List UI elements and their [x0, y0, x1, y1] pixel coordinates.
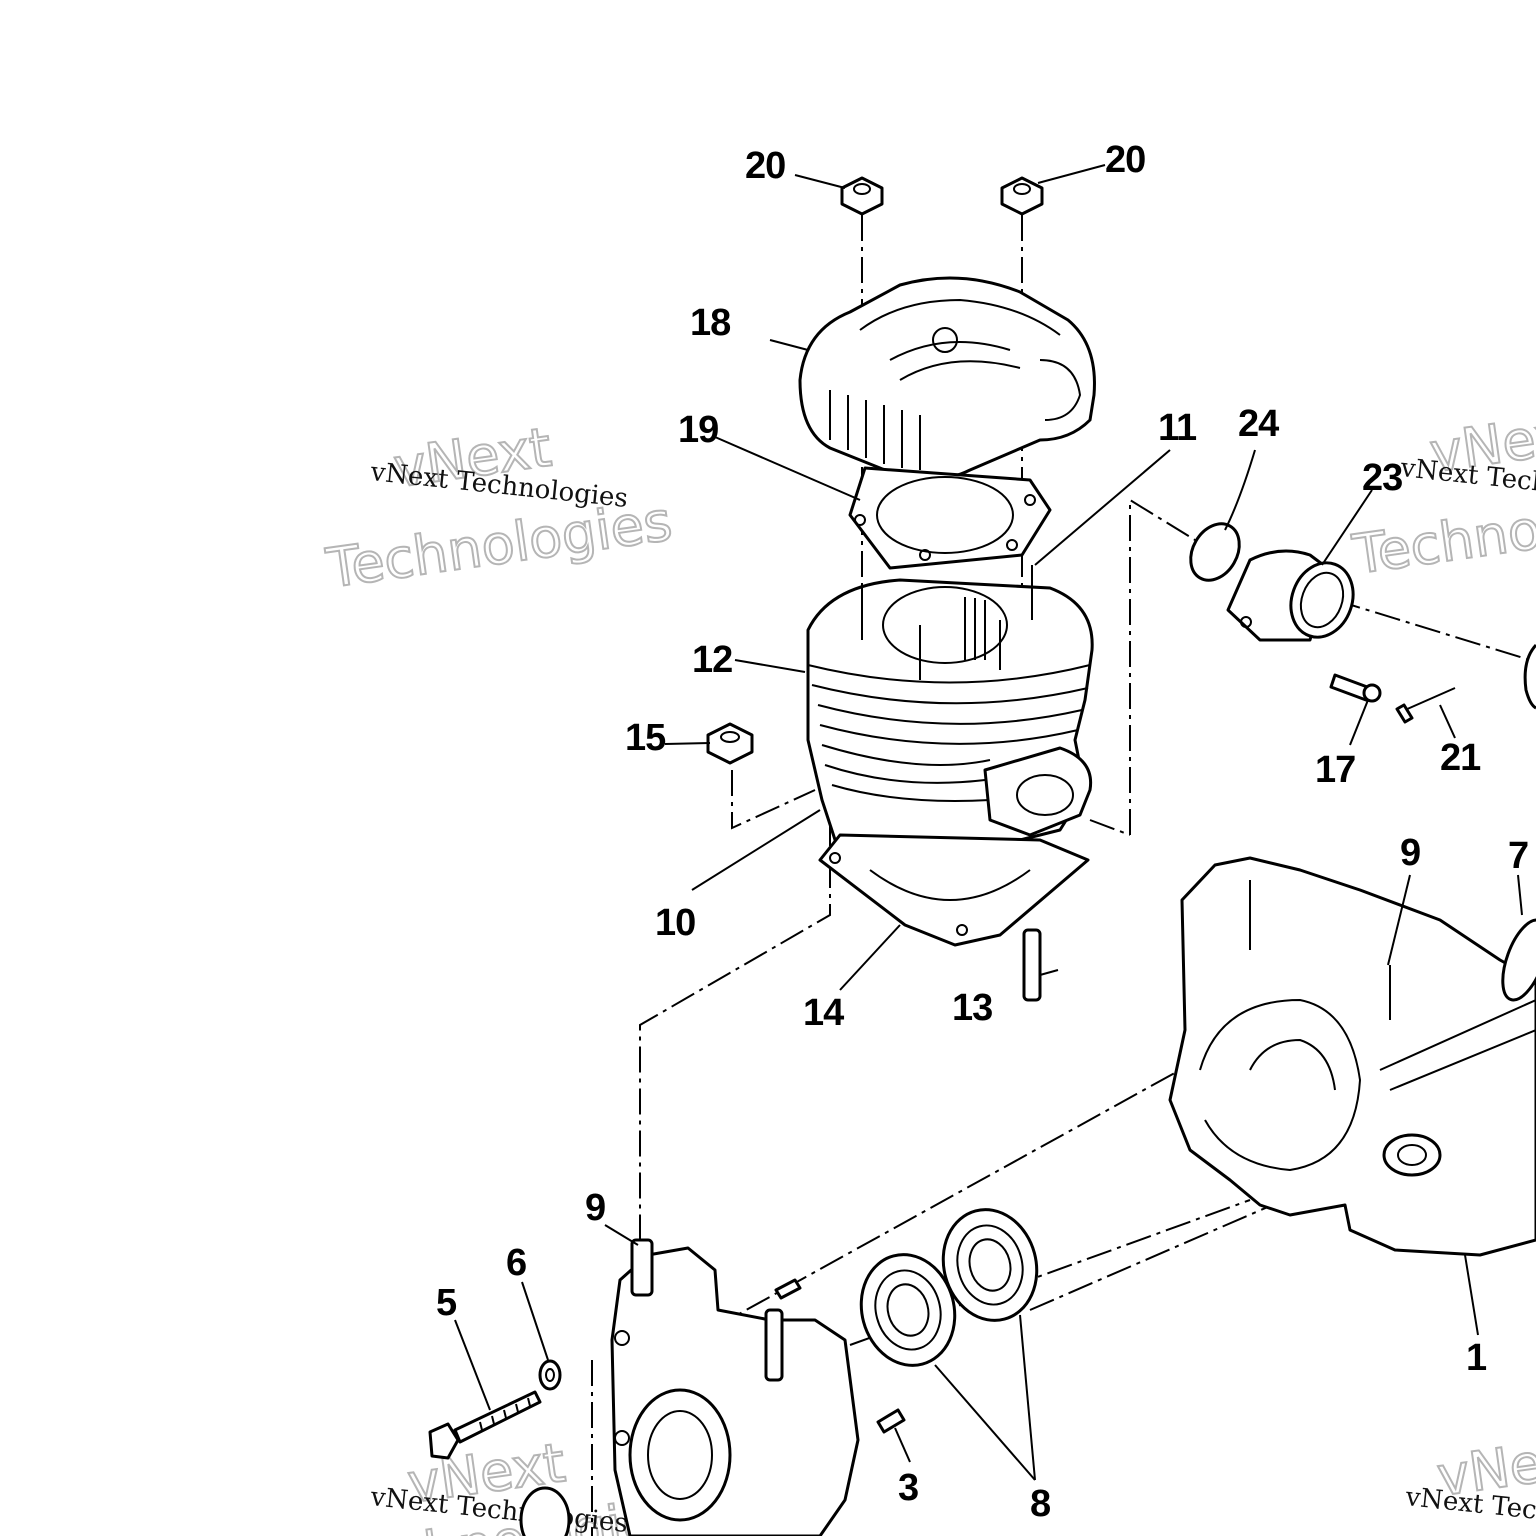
callout-20-left: 20 [745, 145, 785, 187]
callout-21: 21 [1440, 737, 1481, 779]
screw-17 [1329, 673, 1382, 703]
head-gasket [848, 466, 1052, 570]
callout-14: 14 [803, 992, 844, 1034]
nut-15 [706, 722, 754, 765]
nut-left [840, 176, 884, 216]
callout-24: 24 [1238, 403, 1279, 445]
callout-18: 18 [690, 302, 730, 344]
callout-6: 6 [506, 1242, 526, 1284]
crankcase-left [519, 1238, 860, 1536]
callout-15: 15 [625, 717, 666, 759]
base-gasket [818, 833, 1090, 947]
o-ring-24 [1189, 522, 1241, 582]
callout-3: 3 [898, 1467, 918, 1509]
cylinder [806, 565, 1094, 887]
washer-6 [538, 1359, 562, 1391]
bolt-5 [428, 1390, 542, 1460]
intake-flange-23 [1226, 549, 1355, 642]
callout-10: 10 [655, 902, 695, 944]
leader-lines [454, 164, 1523, 1481]
callout-20-right: 20 [1105, 139, 1145, 181]
callout-9-right: 9 [1400, 832, 1420, 874]
callout-8: 8 [1030, 1483, 1050, 1525]
cylinder-head [798, 276, 1096, 481]
screw-21 [1395, 687, 1456, 724]
dowel-pin-3 [876, 1408, 906, 1434]
callout-11: 11 [1158, 407, 1197, 449]
callout-13: 13 [952, 987, 992, 1029]
callout-labels: 20 20 18 19 11 24 23 12 15 10 14 13 17 2… [436, 139, 1529, 1525]
callout-7: 7 [1508, 835, 1528, 877]
callout-23: 23 [1362, 457, 1402, 499]
callout-17: 17 [1315, 749, 1355, 791]
nut-right [1000, 176, 1044, 216]
callout-12: 12 [692, 639, 732, 681]
callout-5: 5 [436, 1282, 457, 1324]
carb-edge [1523, 643, 1536, 710]
bearing-left [859, 1253, 957, 1367]
callout-9-left: 9 [585, 1187, 605, 1229]
bearing-right [941, 1208, 1039, 1322]
crankcase-right [1168, 856, 1536, 1257]
callout-1: 1 [1466, 1337, 1487, 1379]
dowel-pin-upper [774, 1278, 802, 1300]
dowel-pin-13 [1022, 928, 1059, 1002]
callout-19: 19 [678, 409, 718, 451]
